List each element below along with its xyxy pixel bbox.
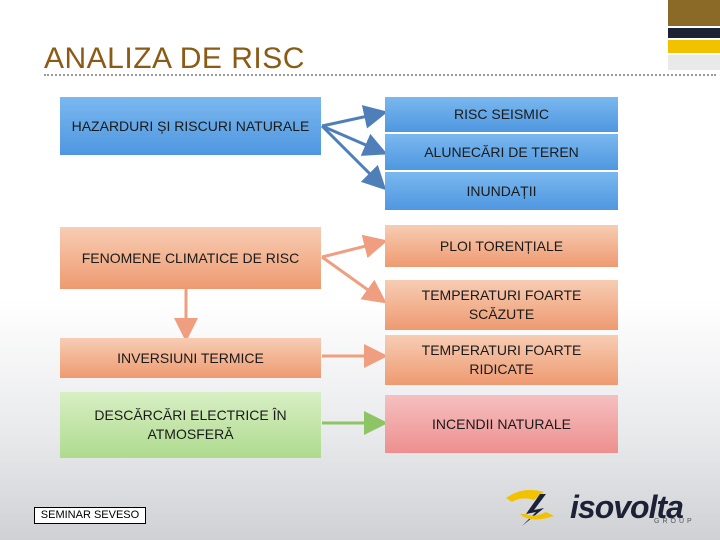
box-rain-label: PLOI TORENȚIALE: [439, 237, 564, 254]
seminar-label: SEMINAR SEVESO: [34, 507, 146, 524]
box-fire: INCENDII NATURALE: [385, 395, 618, 453]
box-fire-label: INCENDII NATURALE: [432, 415, 571, 432]
isovolta-bolt-icon: [506, 490, 554, 526]
box-discharge-label: DESCĂRCĂRI ELECTRICE ÎN ATMOSFERĂ: [94, 407, 287, 442]
arrow-climate-cold: [321, 255, 387, 304]
box-seismic: RISC SEISMIC: [385, 97, 618, 132]
corner-stripes-decoration: [668, 0, 720, 70]
arrow-hazard-seismic: [321, 105, 388, 129]
box-discharge: DESCĂRCĂRI ELECTRICE ÎN ATMOSFERĂ: [60, 392, 321, 458]
box-flood-label: INUNDAȚII: [466, 182, 537, 199]
box-hazards-label: HAZARDURI ȘI RISCURI NATURALE: [71, 117, 310, 134]
box-flood: INUNDAȚII: [385, 172, 618, 210]
arrow-climate-rain: [321, 234, 388, 259]
box-landslide: ALUNECĂRI DE TEREN: [385, 134, 618, 170]
arrow-hazard-flood: [320, 124, 387, 191]
arrow-hazard-landslide: [321, 124, 388, 156]
box-inversion-label: INVERSIUNI TERMICE: [117, 349, 264, 366]
box-inversion: INVERSIUNI TERMICE: [60, 338, 321, 378]
box-seismic-label: RISC SEISMIC: [454, 106, 549, 122]
logo-group-text: GROUP: [654, 518, 695, 525]
title-divider: [44, 74, 716, 76]
slide-title: ANALIZA DE RISC: [44, 42, 305, 75]
box-climate: FENOMENE CLIMATICE DE RISC: [60, 227, 321, 289]
box-climate-label: FENOMENE CLIMATICE DE RISC: [81, 249, 300, 266]
box-landslide-label: ALUNECĂRI DE TEREN: [424, 143, 579, 160]
box-cold: TEMPERATURI FOARTE SCĂZUTE: [385, 280, 618, 330]
box-cold-label: TEMPERATURI FOARTE SCĂZUTE: [421, 287, 582, 322]
box-hot-label: TEMPERATURI FOARTE RIDICATE: [421, 342, 582, 377]
box-hot: TEMPERATURI FOARTE RIDICATE: [385, 335, 618, 385]
box-rain: PLOI TORENȚIALE: [385, 225, 618, 267]
logo-text: isovolta: [570, 489, 684, 525]
box-hazards: HAZARDURI ȘI RISCURI NATURALE: [60, 97, 321, 155]
